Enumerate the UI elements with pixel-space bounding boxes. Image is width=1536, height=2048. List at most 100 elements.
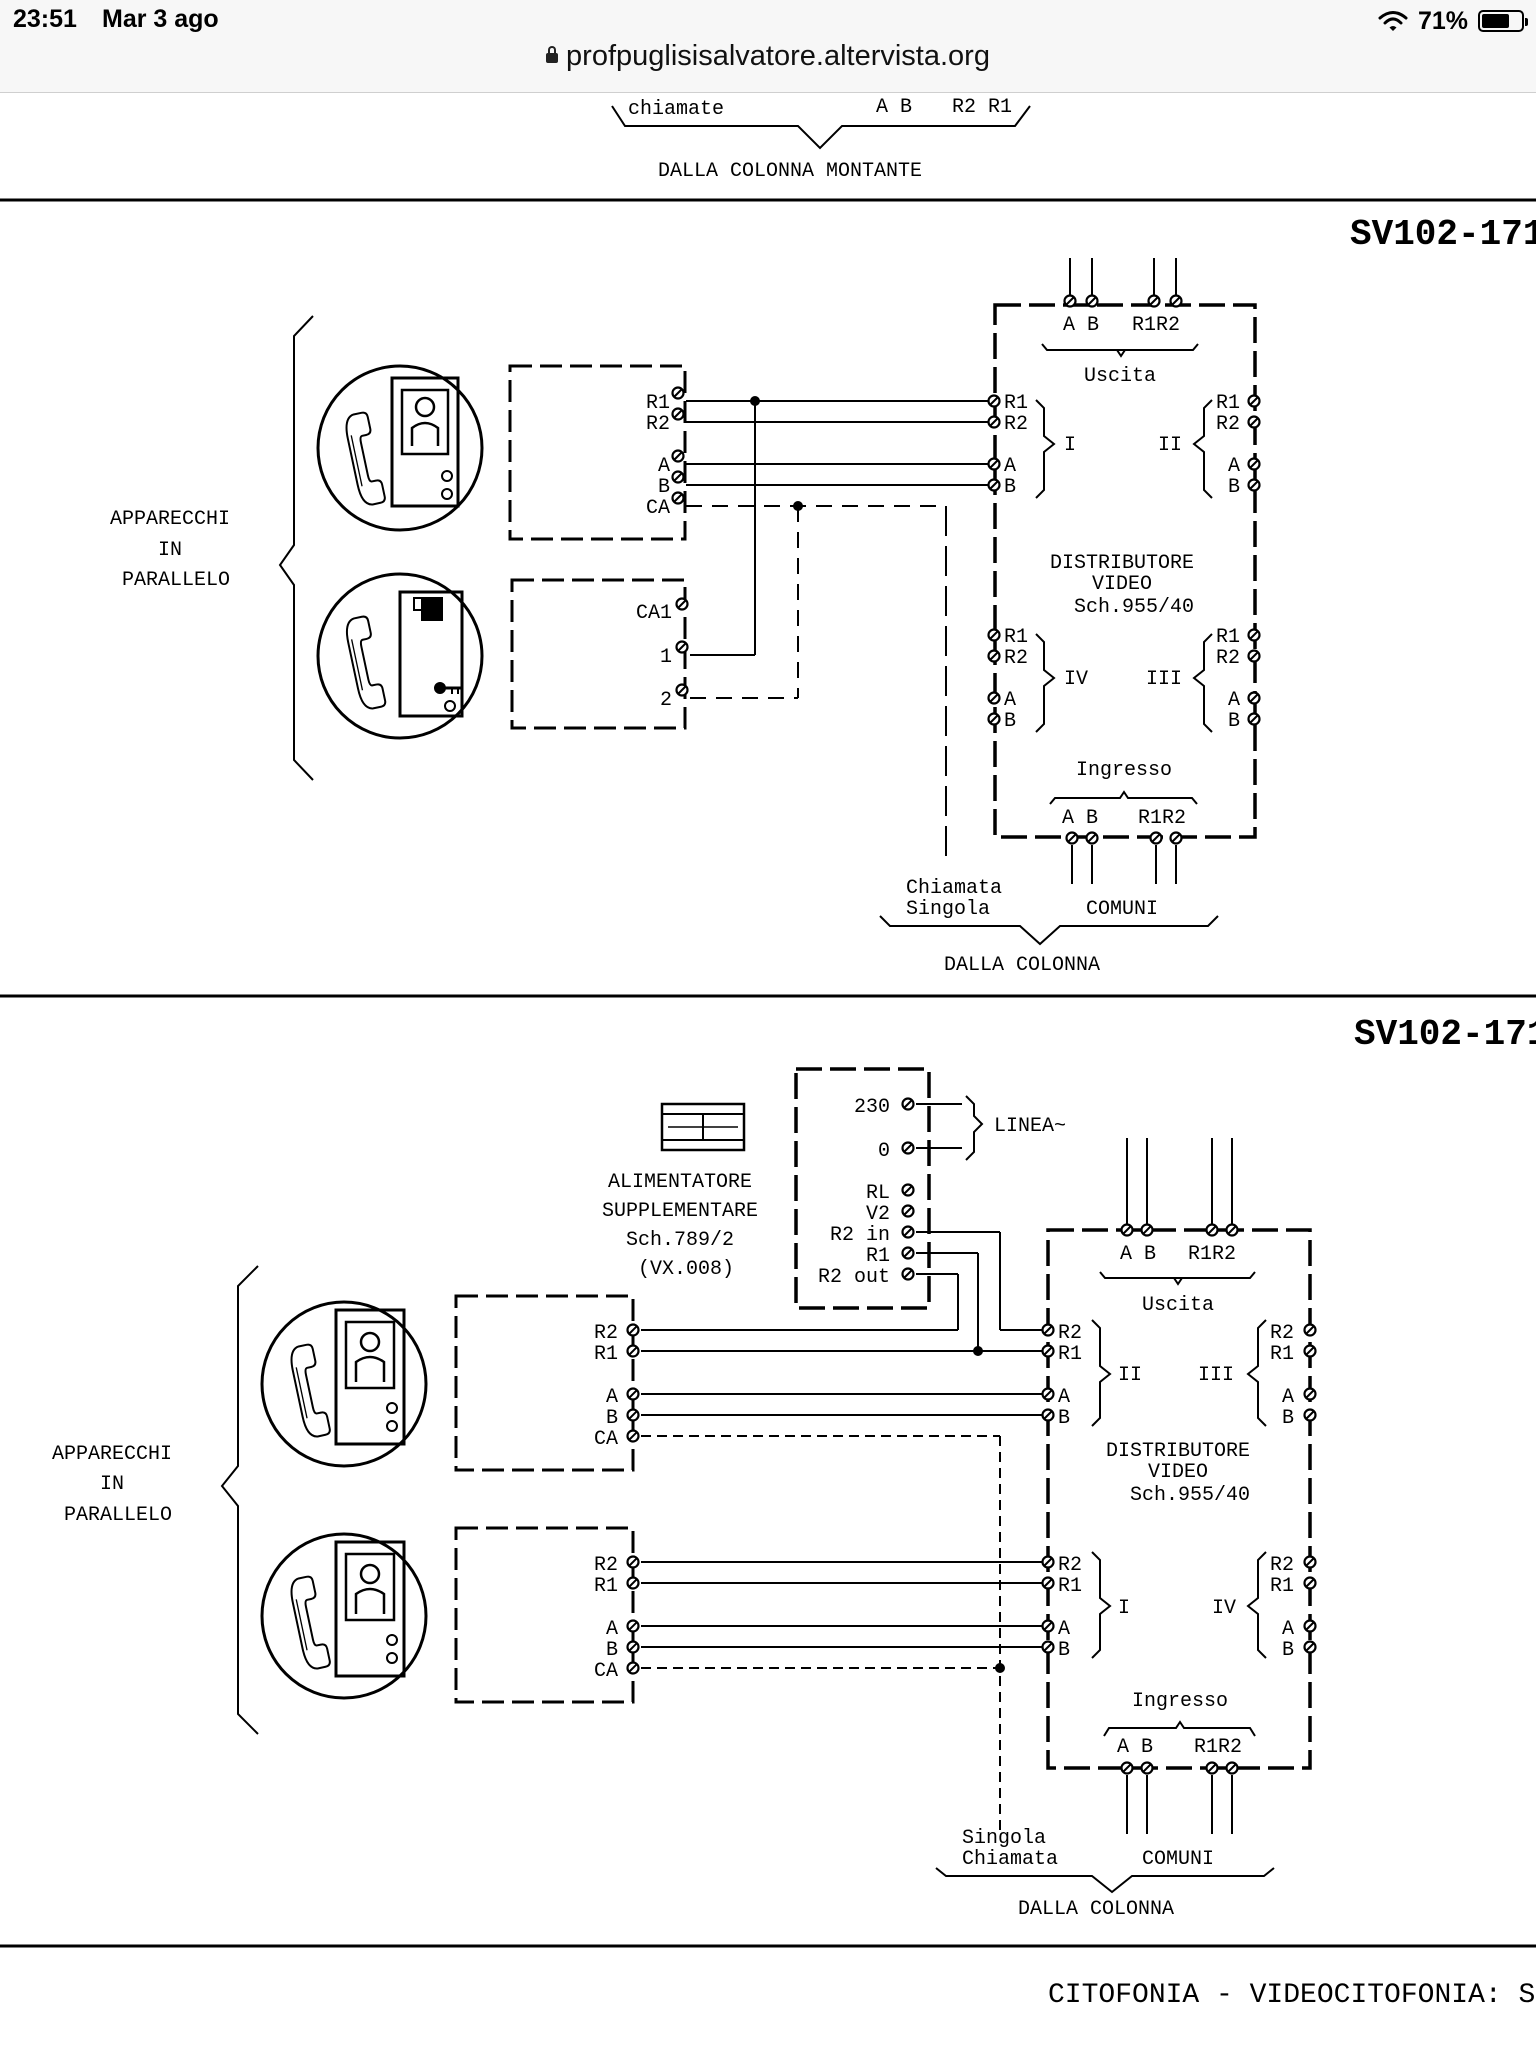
ingresso-label-2: Ingresso bbox=[1132, 1690, 1228, 1713]
terminal-label: R2 bbox=[1270, 1554, 1294, 1577]
distributor-1-top-inputs bbox=[1069, 258, 1177, 300]
uscita-label: Uscita bbox=[1084, 365, 1156, 388]
dist-top-r1r2-2: R1R2 bbox=[1188, 1243, 1236, 1266]
terminal-label: R1 bbox=[866, 1245, 890, 1268]
wifi-icon bbox=[1378, 11, 1408, 31]
terminal-label: R1 bbox=[1270, 1343, 1294, 1366]
terminal-label: 0 bbox=[878, 1140, 890, 1163]
terminal-label: R2 bbox=[594, 1322, 618, 1345]
lock-icon bbox=[546, 46, 559, 63]
apparecchi-label-1: APPARECCHI IN PARALLELO bbox=[110, 508, 242, 592]
terminal-label: R1 bbox=[1216, 626, 1240, 649]
status-bar: 23:51 Mar 3 ago 71% profpuglisisalvatore… bbox=[0, 0, 1536, 93]
video-monitor-icon bbox=[260, 1300, 428, 1468]
output-iii-label: III bbox=[1198, 1364, 1234, 1387]
address-bar[interactable]: profpuglisisalvatore.altervista.org bbox=[0, 40, 1536, 73]
terminal-label: R1 bbox=[1004, 626, 1028, 649]
connection-box-2 bbox=[510, 578, 687, 730]
dist-top-r1r2: R1R2 bbox=[1132, 314, 1180, 337]
terminal-label: R1 bbox=[1216, 392, 1240, 415]
terminal-label: B bbox=[1282, 1639, 1294, 1662]
output-ii-label: II bbox=[1158, 434, 1182, 457]
wires-diagram-1 bbox=[686, 396, 990, 860]
connection-box-4 bbox=[454, 1526, 635, 1704]
terminal-label: R1 bbox=[1270, 1575, 1294, 1598]
dist-bottom-ab: A B bbox=[1062, 807, 1098, 830]
terminal-label: B bbox=[606, 1639, 618, 1662]
dist-bottom-r1r2: R1R2 bbox=[1138, 807, 1186, 830]
chiamate-label: chiamate bbox=[628, 98, 724, 121]
linea-label: LINEA~ bbox=[994, 1115, 1066, 1138]
video-distributor-box-1 bbox=[993, 303, 1257, 839]
terminal-label: R1 bbox=[594, 1343, 618, 1366]
diagram-2-title: SV102-171 bbox=[1354, 1014, 1536, 1055]
output-iv-label: IV bbox=[1212, 1597, 1236, 1620]
video-monitor-icon bbox=[260, 1532, 428, 1700]
distributore-label-1: DISTRIBUTORE VIDEO Sch.955/40 bbox=[1050, 552, 1206, 619]
ingresso-label: Ingresso bbox=[1076, 759, 1172, 782]
terminal-label: A bbox=[1228, 455, 1240, 478]
wires-diagram-2 bbox=[641, 1231, 1044, 1830]
dist-top-ab: A B bbox=[1063, 314, 1099, 337]
terminal-label: RL bbox=[866, 1182, 890, 1205]
output-i-label: I bbox=[1118, 1597, 1130, 1620]
terminal-label: 1 bbox=[660, 646, 672, 669]
terminal-label: R2 in bbox=[830, 1224, 890, 1247]
terminal-label: A bbox=[606, 1386, 618, 1409]
terminal-label: R2 bbox=[1004, 647, 1028, 670]
url-text: profpuglisisalvatore.altervista.org bbox=[566, 40, 990, 72]
uscita-label-2: Uscita bbox=[1142, 1294, 1214, 1317]
terminal-label: A bbox=[658, 455, 670, 478]
terminal-label: R1 bbox=[1004, 392, 1028, 415]
terminal-label: B bbox=[658, 476, 670, 499]
connection-box-3 bbox=[454, 1294, 635, 1472]
dist-bottom-r1r2-2: R1R2 bbox=[1194, 1736, 1242, 1759]
terminal-label: CA bbox=[594, 1660, 618, 1683]
dist-bottom-ab-2: A B bbox=[1117, 1736, 1153, 1759]
battery-icon bbox=[1478, 10, 1528, 32]
comuni-label-2: COMUNI bbox=[1142, 1848, 1214, 1871]
terminal-label: B bbox=[1004, 476, 1016, 499]
terminal-label: 2 bbox=[660, 689, 672, 712]
terminal-label: B bbox=[1228, 710, 1240, 733]
status-date: Mar 3 ago bbox=[102, 5, 219, 33]
terminal-label: R1 bbox=[646, 392, 670, 415]
chiamata-label-2: Singola Chiamata bbox=[962, 1827, 1058, 1871]
terminal-label: CA1 bbox=[636, 602, 672, 625]
terminal-label: B bbox=[606, 1407, 618, 1430]
r2r1-label: R2 R1 bbox=[952, 96, 1012, 119]
terminal-label: A bbox=[1282, 1386, 1294, 1409]
chiamata-label-1: Chiamata Singola bbox=[906, 877, 1014, 921]
diagram-2: SV102-171 APPARECCHI IN PARALLELO bbox=[52, 1014, 1536, 1921]
alimentatore-label: ALIMENTATORE SUPPLEMENTARE Sch.789/2 (VX… bbox=[602, 1171, 770, 1281]
terminal-label: R2 out bbox=[818, 1266, 890, 1289]
terminal-label: CA bbox=[594, 1428, 618, 1451]
connection-box-1 bbox=[508, 364, 687, 541]
terminal-label: R2 bbox=[594, 1554, 618, 1577]
terminal-label: R2 bbox=[1004, 413, 1028, 436]
ab-label: A B bbox=[876, 96, 912, 119]
terminal-label: R2 bbox=[1058, 1322, 1082, 1345]
video-monitor-icon bbox=[316, 364, 484, 532]
battery-tip bbox=[1525, 18, 1528, 26]
terminal-label: R1 bbox=[594, 1575, 618, 1598]
apparecchi-label-2: APPARECCHI IN PARALLELO bbox=[52, 1443, 184, 1527]
source-label-1: DALLA COLONNA bbox=[944, 954, 1100, 977]
terminal-label: A bbox=[1004, 455, 1016, 478]
video-distributor-box-2 bbox=[1046, 1228, 1312, 1770]
terminal-label: 230 bbox=[854, 1096, 890, 1119]
terminal-label: A bbox=[606, 1618, 618, 1641]
dist-top-ab-2: A B bbox=[1120, 1243, 1156, 1266]
battery-percent: 71% bbox=[1417, 6, 1468, 35]
battery-fill bbox=[1482, 14, 1509, 28]
terminal-label: A bbox=[1228, 689, 1240, 712]
source-label-2: DALLA COLONNA bbox=[1018, 1898, 1174, 1921]
terminal-label: R1 bbox=[1058, 1343, 1082, 1366]
terminal-label: B bbox=[1004, 710, 1016, 733]
diagram-1-title: SV102-171 bbox=[1350, 214, 1536, 255]
terminal-label: R2 bbox=[1216, 413, 1240, 436]
output-iii-label: III bbox=[1146, 668, 1182, 691]
terminal-label: V2 bbox=[866, 1203, 890, 1226]
terminal-label: B bbox=[1228, 476, 1240, 499]
terminal-label: B bbox=[1282, 1407, 1294, 1430]
